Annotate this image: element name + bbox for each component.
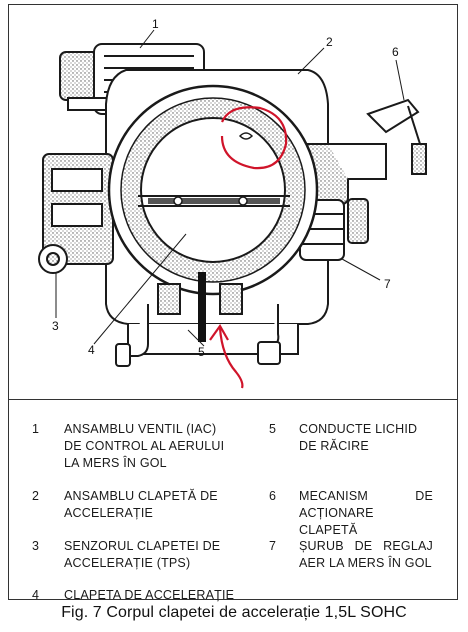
legend-item-7-line-1: ȘURUB DE REGLAJ [299,539,433,553]
figure-caption: Fig. 7 Corpul clapetei de accelerație 1,… [61,604,407,621]
legend-num-5: 5 [269,422,276,436]
legend-item-5-line-2: DE RĂCIRE [299,439,369,453]
callout-5: 5 [198,345,205,359]
callout-4: 4 [88,343,95,357]
legend-item-6-line-2: ACȚIONARE CLAPETĂ [299,506,374,537]
callout-3: 3 [52,319,59,333]
legend-item-3-line-2: ACCELERAȚIE (TPS) [64,556,191,570]
legend: 1 ANSAMBLU VENTIL (IAC) DE CONTROL AL AE… [8,400,458,602]
callout-leaders [55,29,405,347]
legend-item-2: ANSAMBLU CLAPETĂ DE ACCELERAȚIE [64,488,246,522]
legend-num-2: 2 [32,489,39,503]
legend-item-7-line-2: AER LA MERS ÎN GOL [299,556,432,570]
legend-item-5-line-1: CONDUCTE LICHID [299,422,418,436]
throttle-bore [107,84,319,296]
legend-num-1: 1 [32,422,39,436]
legend-item-1-line-2: DE CONTROL AL AERULUI [64,439,225,453]
legend-item-7: ȘURUB DE REGLAJ AER LA MERS ÎN GOL [299,538,433,572]
legend-item-6: MECANISM DE ACȚIONARE CLAPETĂ [299,488,433,539]
throttle-body-drawing: 1 2 6 3 4 5 7 [38,17,427,389]
legend-item-3: SENZORUL CLAPETEI DE ACCELERAȚIE (TPS) [64,538,246,572]
callout-1: 1 [152,17,159,31]
callout-7: 7 [384,277,391,291]
legend-item-1: ANSAMBLU VENTIL (IAC) DE CONTROL AL AERU… [64,421,246,472]
legend-item-2-line-2: ACCELERAȚIE [64,506,154,520]
legend-num-6: 6 [269,489,276,503]
legend-item-3-line-1: SENZORUL CLAPETEI DE [64,539,221,553]
legend-num-4: 4 [32,588,39,602]
callout-2: 2 [326,35,333,49]
legend-item-4: CLAPETA DE ACCELERAȚIE [64,587,254,604]
red-annotation-mark [238,132,254,140]
legend-item-1-line-3: LA MERS ÎN GOL [64,456,167,470]
legend-num-3: 3 [32,539,39,553]
legend-num-7: 7 [269,539,276,553]
legend-divider [8,399,458,400]
coolant-pipes [115,272,299,367]
throttle-body-diagram: 1 2 6 3 4 5 7 [8,4,458,399]
legend-item-5: CONDUCTE LICHID DE RĂCIRE [299,421,435,455]
legend-item-4-line-1: CLAPETA DE ACCELERAȚIE [64,588,235,602]
figure-frame [8,4,458,600]
callout-6: 6 [392,45,399,59]
legend-item-1-line-1: ANSAMBLU VENTIL (IAC) [64,422,217,436]
tps-sensor [38,244,68,274]
legend-item-2-line-1: ANSAMBLU CLAPETĂ DE [64,489,218,503]
legend-item-6-line-1: MECANISM DE [299,489,433,503]
throttle-lever-mechanism [328,98,427,244]
red-annotation [209,106,288,389]
